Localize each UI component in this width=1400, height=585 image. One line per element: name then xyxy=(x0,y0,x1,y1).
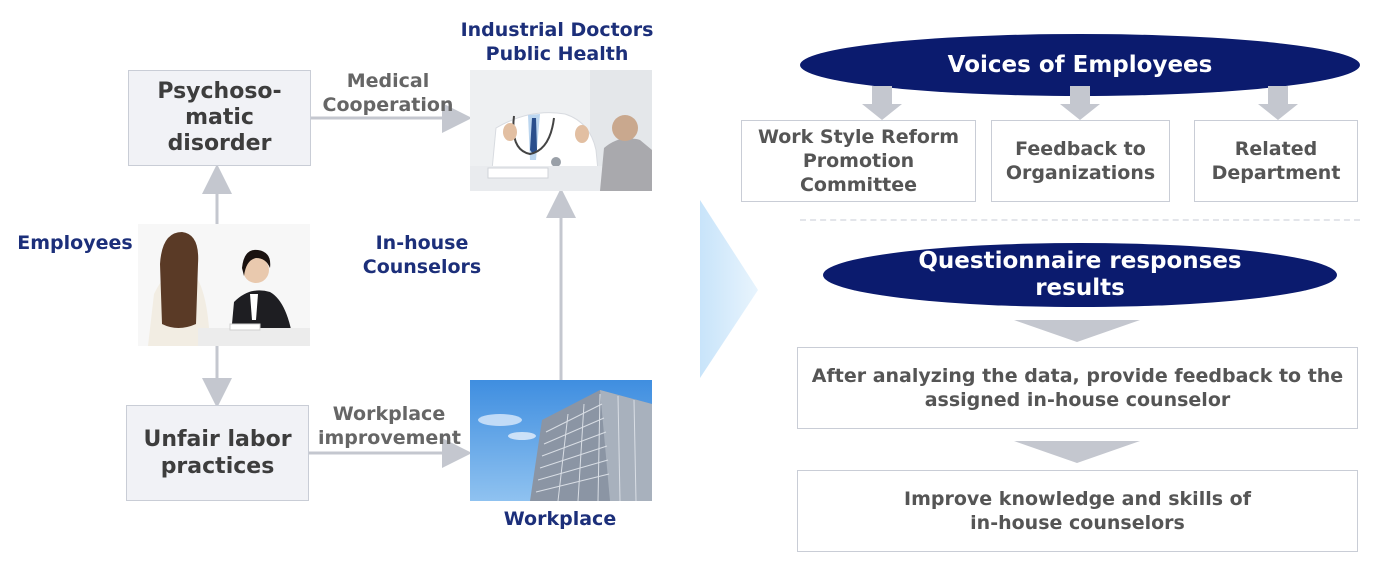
voice-target-box-1: Work Style Reform Promotion Committee xyxy=(741,120,976,202)
right-chevron-arrow xyxy=(700,200,758,378)
psychosomatic-disorder-box: Psychoso- matic disorder xyxy=(128,70,311,166)
step-label-improve: Improve knowledge and skills of in-house… xyxy=(904,488,1251,534)
step-down-chevron xyxy=(1014,441,1140,463)
psychosomatic-disorder-label: Psychoso- matic disorder xyxy=(157,79,282,156)
questionnaire-oval: Questionnaire responses results xyxy=(823,243,1337,307)
voice-target-label-2: Feedback to Organizations xyxy=(1005,138,1156,184)
unfair-labor-practices-box: Unfair labor practices xyxy=(126,405,309,501)
voice-target-box-2: Feedback to Organizations xyxy=(991,120,1170,202)
voice-target-label-1: Work Style Reform Promotion Committee xyxy=(757,126,960,196)
in-house-counselors-label: In-house Counselors xyxy=(362,232,482,278)
workplace-label: Workplace xyxy=(503,508,617,530)
voices-down-arrows xyxy=(862,86,1298,120)
down-arrow-1 xyxy=(862,86,902,120)
down-arrow-3 xyxy=(1258,86,1298,120)
unfair-labor-practices-label: Unfair labor practices xyxy=(143,427,292,479)
section-divider xyxy=(800,219,1360,221)
voice-target-label-3: Related Department xyxy=(1211,138,1341,184)
step-label-analyze: After analyzing the data, provide feedba… xyxy=(811,365,1344,411)
medical-cooperation-label: Medical Cooperation xyxy=(322,70,454,116)
questionnaire-title: Questionnaire responses results xyxy=(918,248,1242,301)
down-arrow-2 xyxy=(1060,86,1100,120)
counseling-photo xyxy=(138,224,310,346)
step-box-analyze: After analyzing the data, provide feedba… xyxy=(797,347,1358,429)
step-box-improve: Improve knowledge and skills of in-house… xyxy=(797,470,1358,552)
questionnaire-down-chevron xyxy=(1014,320,1140,342)
voices-of-employees-oval: Voices of Employees xyxy=(800,34,1360,96)
voice-target-box-3: Related Department xyxy=(1194,120,1358,202)
employees-label: Employees xyxy=(17,232,133,254)
voices-of-employees-title: Voices of Employees xyxy=(947,51,1213,78)
workplace-improvement-label: Workplace improvement xyxy=(318,403,461,449)
left-connectors xyxy=(202,103,576,468)
doctor-consultation-photo xyxy=(470,70,652,191)
office-building-photo xyxy=(470,380,652,501)
